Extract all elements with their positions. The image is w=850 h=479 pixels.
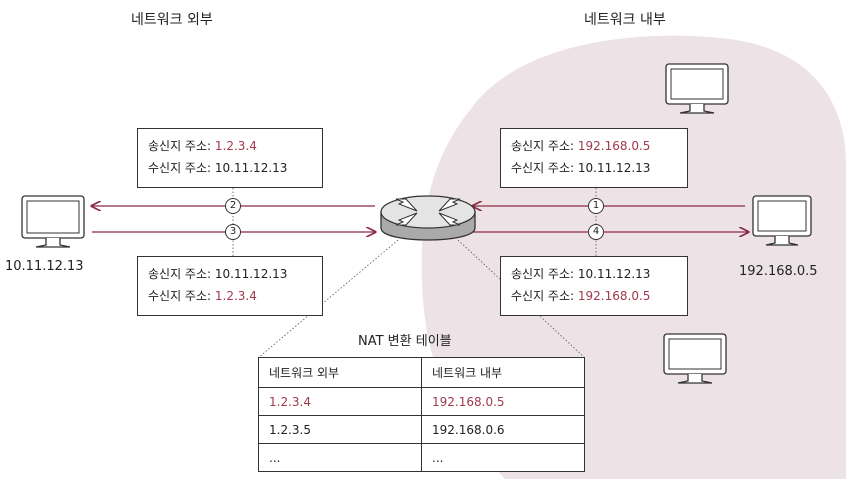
- src-address: 192.168.0.5: [577, 139, 651, 153]
- table-cell: ...: [258, 443, 422, 472]
- router-icon: [380, 195, 476, 241]
- table-cell: 1.2.3.5: [258, 415, 422, 444]
- dst-label: 수신지 주소:: [148, 289, 212, 303]
- step-marker-2: 2: [225, 198, 241, 214]
- packet-box-inside-bottom: 송신지 주소: 10.11.12.13 수신지 주소: 192.168.0.5: [500, 256, 688, 316]
- dst-label: 수신지 주소:: [511, 289, 575, 303]
- computer-icon: [665, 63, 729, 114]
- outside-network-title: 네트워크 외부: [131, 12, 213, 28]
- table-cell: 192.168.0.6: [421, 415, 585, 444]
- table-row: 1.2.3.4 192.168.0.5: [258, 387, 585, 416]
- nat-leader-right: [457, 239, 586, 359]
- computer-icon: [752, 195, 812, 246]
- table-cell: ...: [421, 443, 585, 472]
- src-label: 송신지 주소:: [511, 267, 575, 281]
- inside-network-title: 네트워크 내부: [584, 12, 666, 28]
- table-row: 1.2.3.5 192.168.0.6: [258, 415, 585, 444]
- dst-address: 192.168.0.5: [577, 289, 651, 303]
- step-marker-1: 1: [588, 198, 604, 214]
- dst-label: 수신지 주소:: [511, 161, 575, 175]
- header-outside: 네트워크 외부: [258, 357, 422, 388]
- nat-leader-left: [257, 239, 399, 359]
- packet-box-inside-top: 송신지 주소: 192.168.0.5 수신지 주소: 10.11.12.13: [500, 128, 688, 188]
- table-row: ... ...: [258, 443, 585, 472]
- step-marker-3: 3: [225, 224, 241, 240]
- computer-icon: [21, 195, 85, 248]
- packet-box-outside-top: 송신지 주소: 1.2.3.4 수신지 주소: 10.11.12.13: [137, 128, 323, 188]
- src-address: 10.11.12.13: [214, 267, 288, 281]
- table-header-row: 네트워크 외부 네트워크 내부: [258, 357, 585, 388]
- table-cell: 1.2.3.4: [258, 387, 422, 416]
- computer-icon: [663, 333, 727, 384]
- step-marker-4: 4: [588, 224, 604, 240]
- dst-address: 1.2.3.4: [214, 289, 257, 303]
- src-address: 10.11.12.13: [577, 267, 651, 281]
- src-label: 송신지 주소:: [148, 139, 212, 153]
- outside-host-ip: 10.11.12.13: [5, 259, 84, 274]
- table-cell: 192.168.0.5: [421, 387, 585, 416]
- src-label: 송신지 주소:: [511, 139, 575, 153]
- packet-box-outside-bottom: 송신지 주소: 10.11.12.13 수신지 주소: 1.2.3.4: [137, 256, 323, 316]
- nat-table: 네트워크 외부 네트워크 내부 1.2.3.4 192.168.0.5 1.2.…: [258, 357, 585, 472]
- src-label: 송신지 주소:: [148, 267, 212, 281]
- header-inside: 네트워크 내부: [421, 357, 585, 388]
- dst-address: 10.11.12.13: [577, 161, 651, 175]
- inside-host-ip: 192.168.0.5: [739, 264, 818, 279]
- nat-table-title: NAT 변환 테이블: [358, 334, 452, 349]
- src-address: 1.2.3.4: [214, 139, 257, 153]
- dst-address: 10.11.12.13: [214, 161, 288, 175]
- dst-label: 수신지 주소:: [148, 161, 212, 175]
